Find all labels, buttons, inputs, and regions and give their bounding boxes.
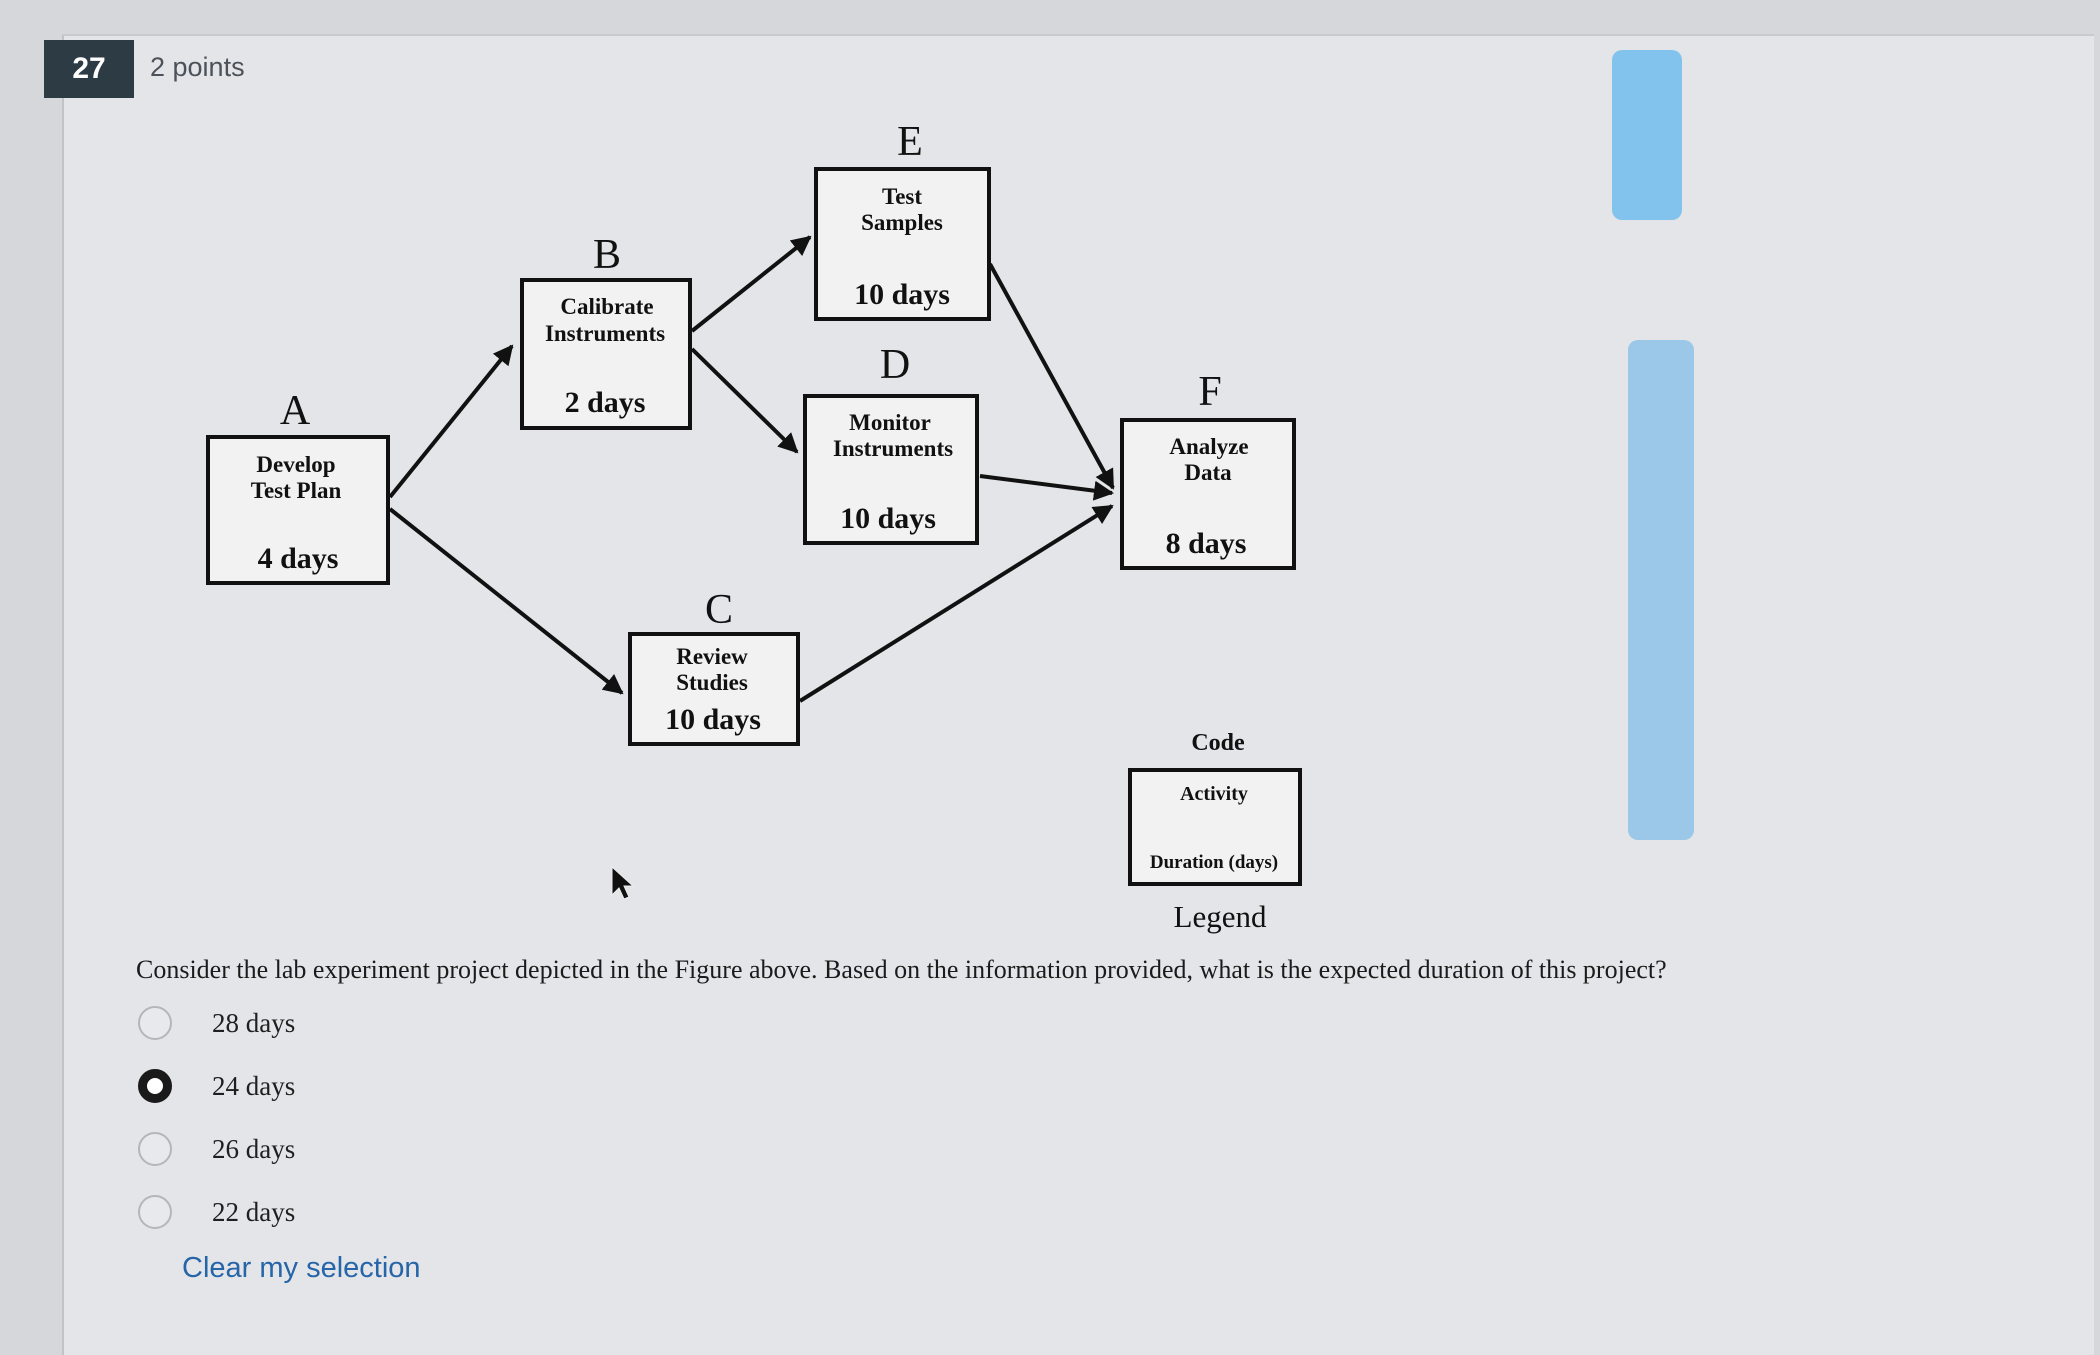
node-d-code: D [880, 342, 910, 388]
answer-radio-4[interactable] [138, 1195, 172, 1229]
answer-radio-2[interactable] [138, 1069, 172, 1103]
node-b: B Calibrate Instruments 2 days [520, 232, 692, 430]
edge-a-c [388, 507, 624, 695]
node-a: A Develop Test Plan 4 days [206, 388, 390, 585]
edge-a-b [388, 344, 514, 499]
question-points: 2 points [150, 52, 245, 82]
node-a-activity-line1: Develop [256, 452, 335, 477]
node-a-activity-line2: Test Plan [251, 478, 342, 503]
node-d-activity-line1: Monitor [849, 410, 931, 435]
clear-selection-link[interactable]: Clear my selection [182, 1252, 421, 1284]
node-b-code: B [593, 232, 621, 278]
node-f-code: F [1198, 369, 1221, 415]
node-d-box [803, 394, 979, 545]
answer-option-2[interactable]: 24 days [138, 1066, 295, 1106]
node-e: E Test Samples 10 days [814, 119, 991, 321]
legend-activity: Activity [1180, 783, 1248, 805]
node-b-box [520, 278, 692, 430]
answer-label-2[interactable]: 24 days [212, 1070, 296, 1101]
answer-radio-1[interactable] [138, 1006, 172, 1040]
answer-option-1[interactable]: 28 days [138, 1003, 295, 1043]
node-e-box [814, 167, 991, 321]
node-e-code: E [897, 119, 923, 165]
node-d-duration: 10 days [840, 502, 936, 535]
node-c-code: C [705, 587, 733, 633]
node-e-activity-line2: Samples [861, 210, 943, 235]
answer-label-3[interactable]: 26 days [212, 1133, 296, 1164]
edge-c-f [798, 504, 1114, 703]
answer-label-1[interactable]: 28 days [212, 1007, 296, 1038]
answer-option-4[interactable]: 22 days [138, 1192, 295, 1232]
question-card [62, 34, 2094, 1355]
node-e-duration: 10 days [854, 278, 950, 311]
node-c-activity-line2: Studies [676, 670, 748, 695]
node-d: D Monitor Instruments 10 days [803, 342, 979, 545]
legend-box [1128, 768, 1302, 886]
node-d-activity-line2: Instruments [833, 436, 953, 461]
node-f-duration: 8 days [1166, 527, 1247, 560]
node-a-duration: 4 days [258, 542, 339, 575]
question-text: Consider the lab experiment project depi… [136, 955, 1667, 984]
node-f-activity-line1: Analyze [1169, 434, 1248, 459]
screen-glare [1612, 50, 1682, 220]
node-c-activity-line1: Review [676, 644, 748, 669]
edge-d-f [979, 474, 1114, 501]
legend: Code Activity Duration (days) Legend [1128, 730, 1302, 934]
node-b-activity-line2: Instruments [545, 321, 665, 346]
edge-b-e [690, 235, 812, 333]
node-f-activity-line2: Data [1184, 460, 1232, 485]
node-c-box [628, 632, 800, 746]
edge-e-f [988, 263, 1115, 490]
node-a-code: A [280, 388, 311, 434]
answer-label-4[interactable]: 22 days [212, 1196, 296, 1227]
node-b-duration: 2 days [565, 386, 646, 419]
node-c: C Review Studies 10 days [628, 587, 800, 746]
answer-radio-3[interactable] [138, 1132, 172, 1166]
node-e-activity-line1: Test [882, 184, 922, 209]
node-b-activity-line1: Calibrate [560, 294, 653, 319]
screen-glare [1628, 340, 1694, 840]
node-a-box [206, 435, 390, 585]
answer-option-3[interactable]: 26 days [138, 1129, 295, 1169]
node-f: F Analyze Data 8 days [1120, 369, 1296, 570]
legend-code: Code [1191, 730, 1245, 756]
question-number: 27 [44, 40, 134, 98]
legend-title: Legend [1174, 899, 1267, 934]
mouse-cursor-icon [611, 865, 635, 900]
edge-b-d [690, 347, 799, 454]
node-c-duration: 10 days [665, 703, 761, 736]
node-f-box [1120, 418, 1296, 570]
legend-duration: Duration (days) [1150, 852, 1278, 873]
